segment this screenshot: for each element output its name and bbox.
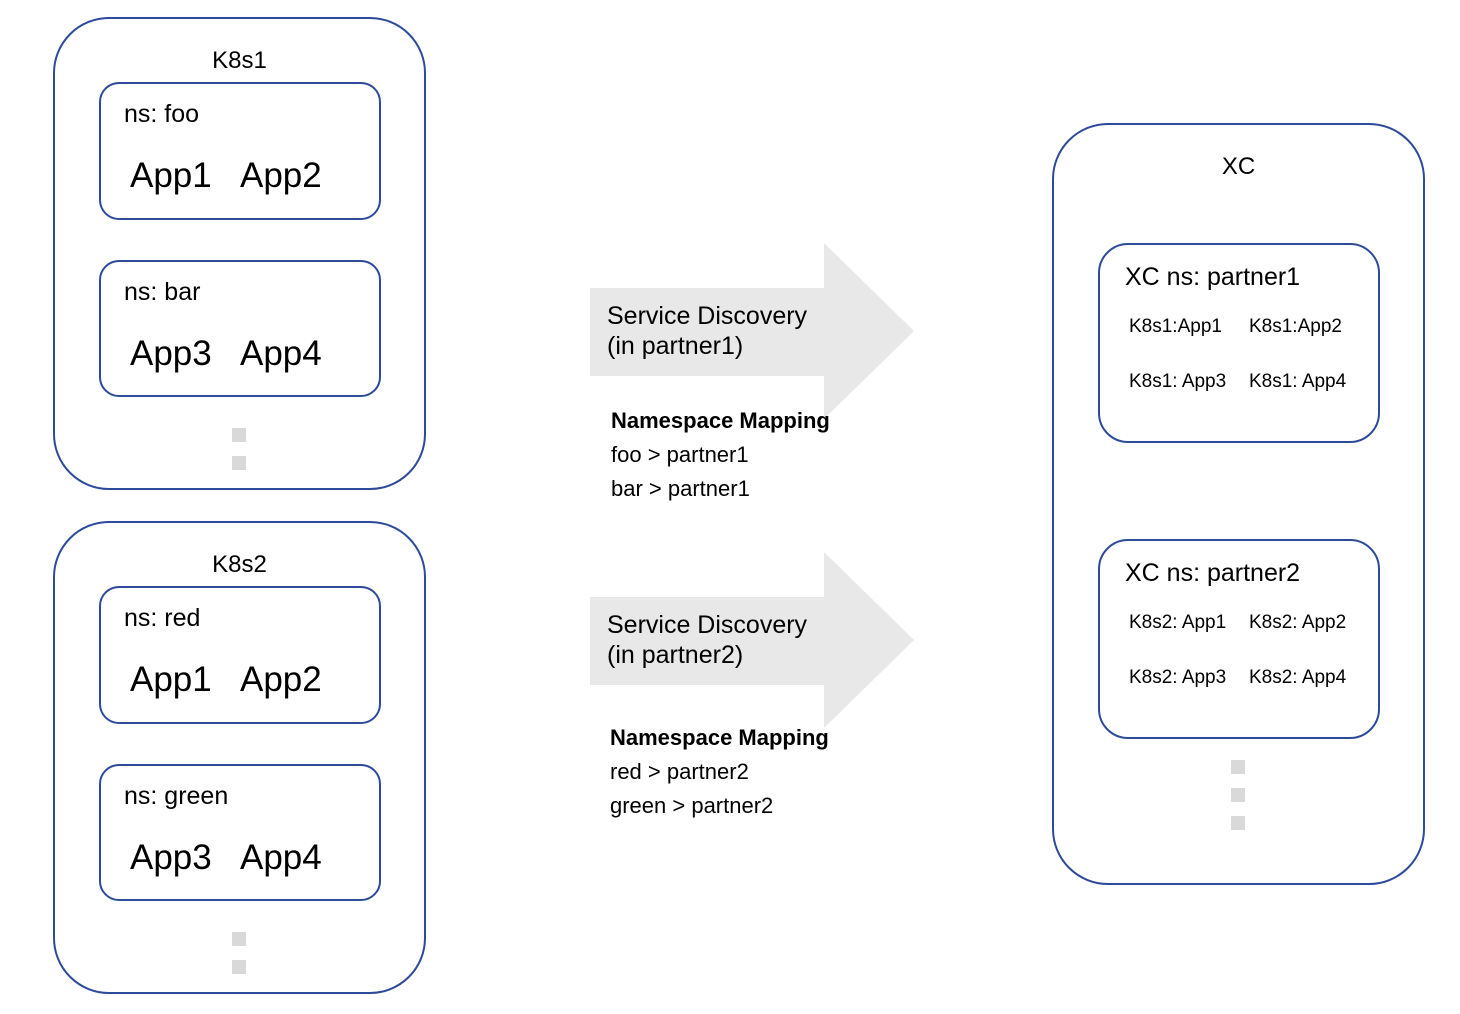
app-label: App4 <box>240 838 322 877</box>
namespace-label: XC ns: partner2 <box>1125 559 1301 587</box>
app-label: App4 <box>240 334 322 373</box>
app-label: App3 <box>130 838 212 877</box>
app-label: App3 <box>130 334 212 373</box>
app-label: App1 <box>130 660 212 699</box>
app-label: K8s1: App3 <box>1129 371 1227 392</box>
app-label: K8s1:App2 <box>1249 316 1342 337</box>
namespace-label: ns: red <box>124 604 201 632</box>
k8s2-namespace-red: ns: red App1 App2 <box>99 586 381 724</box>
ellipsis-dot <box>1231 760 1245 774</box>
app-label: App2 <box>240 660 322 699</box>
service-discovery-arrow-2: Service Discovery (in partner2) <box>590 552 914 728</box>
app-label: App1 <box>130 156 212 195</box>
k8s2-cluster: K8s2 ns: red App1 App2 ns: green App3 Ap… <box>53 521 426 994</box>
app-label: K8s2: App1 <box>1129 612 1227 633</box>
app-label: App2 <box>240 156 322 195</box>
mapping-entry: foo > partner1 <box>611 442 749 467</box>
k8s2-namespace-green: ns: green App3 App4 <box>99 764 381 901</box>
namespace-label: ns: foo <box>124 100 200 128</box>
service-discovery-arrow-1: Service Discovery (in partner1) <box>590 243 914 419</box>
k8s1-title: K8s1 <box>212 47 267 74</box>
xc-namespace-partner1: XC ns: partner1 K8s1:App1 K8s1:App2 K8s1… <box>1098 243 1380 443</box>
ellipsis-dot <box>1231 788 1245 802</box>
mapping-entry: green > partner2 <box>610 793 774 818</box>
namespace-label: ns: bar <box>124 278 201 306</box>
ellipsis-dot <box>1231 816 1245 830</box>
xc-cluster: XC XC ns: partner1 K8s1:App1 K8s1:App2 K… <box>1052 123 1425 885</box>
xc-title: XC <box>1221 153 1256 180</box>
namespace-mapping-1: Namespace Mapping foo > partner1 bar > p… <box>611 404 830 506</box>
service-discovery-label: Service Discovery (in partner2) <box>607 611 808 669</box>
app-label: K8s2: App4 <box>1249 667 1347 688</box>
namespace-mapping-title: Namespace Mapping <box>610 725 829 750</box>
app-label: K8s1:App1 <box>1129 316 1222 337</box>
service-discovery-label: Service Discovery (in partner1) <box>607 302 808 360</box>
k8s1-cluster: K8s1 ns: foo App1 App2 ns: bar App3 App4 <box>53 17 426 490</box>
namespace-label: XC ns: partner1 <box>1125 263 1301 291</box>
ellipsis-dot <box>232 932 246 946</box>
ellipsis-dot <box>232 428 246 442</box>
k8s1-namespace-bar: ns: bar App3 App4 <box>99 260 381 397</box>
arrow-shape <box>590 243 914 419</box>
xc-namespace-partner2: XC ns: partner2 K8s2: App1 K8s2: App2 K8… <box>1098 539 1380 739</box>
mapping-entry: bar > partner1 <box>611 476 750 501</box>
namespace-mapping-title: Namespace Mapping <box>611 408 830 433</box>
namespace-mapping-2: Namespace Mapping red > partner2 green >… <box>610 721 829 823</box>
k8s2-title: K8s2 <box>212 551 267 578</box>
namespace-label: ns: green <box>124 782 229 810</box>
app-label: K8s2: App3 <box>1129 667 1227 688</box>
arrow-shape <box>590 552 914 728</box>
mapping-entry: red > partner2 <box>610 759 749 784</box>
app-label: K8s2: App2 <box>1249 612 1347 633</box>
app-label: K8s1: App4 <box>1249 371 1347 392</box>
ellipsis-dot <box>232 456 246 470</box>
ellipsis-dot <box>232 960 246 974</box>
k8s1-namespace-foo: ns: foo App1 App2 <box>99 82 381 220</box>
